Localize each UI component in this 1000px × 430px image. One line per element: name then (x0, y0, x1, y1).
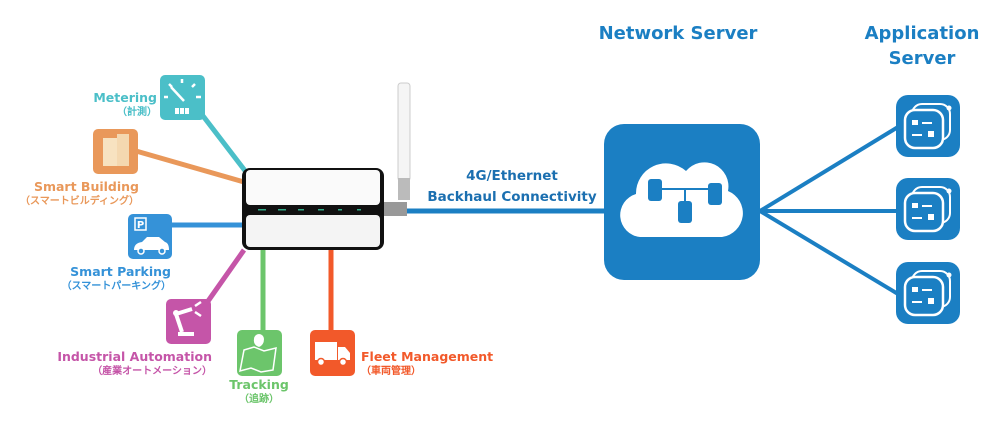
fleet-label: Fleet Management （車両管理） (361, 349, 493, 379)
robot-arm-icon (166, 299, 211, 344)
building-link (135, 148, 245, 185)
app-link-1 (758, 125, 900, 213)
map-pin-icon (237, 330, 282, 376)
parking-label: Smart Parking （スマートパーキング） (0, 264, 171, 294)
metering-title: Metering (93, 90, 157, 105)
truck-icon (310, 330, 355, 376)
app-server-icon (896, 95, 960, 157)
building-icon (93, 129, 138, 174)
metering-subtitle: （計測） (117, 107, 157, 118)
app-link-3 (758, 209, 900, 296)
application-server-title-line2: Server (888, 48, 956, 69)
building-title: Smart Building (33, 179, 139, 194)
tracking-label: Tracking （追跡） (209, 377, 309, 407)
tracking-subtitle: （追跡） (239, 394, 279, 405)
network-server-title: Network Server (598, 23, 758, 44)
building-label: Smart Building （スマートビルディング） (0, 179, 139, 209)
app-server-icon (896, 262, 960, 324)
industrial-link (203, 248, 247, 306)
building-subtitle: （スマートビルディング） (20, 196, 139, 207)
gateway-device (242, 168, 384, 250)
backhaul-line1: 4G/Ethernet (466, 168, 558, 184)
tracking-title: Tracking (229, 377, 289, 392)
app-server-icon (896, 178, 960, 240)
application-server-title-line1: Application (864, 23, 980, 44)
industrial-subtitle: （産業オートメーション） (92, 366, 212, 377)
parking-title: Smart Parking (70, 264, 171, 279)
svg-text:P: P (137, 220, 144, 231)
parking-subtitle: （スマートパーキング） (61, 281, 171, 292)
metering-label: Metering （計測） (40, 90, 157, 120)
parking-car-icon: P (128, 214, 172, 259)
metering-link (198, 110, 248, 174)
fleet-title: Fleet Management (361, 349, 494, 364)
industrial-label: Industrial Automation （産業オートメーション） (0, 349, 212, 379)
cloud-network-icon (604, 124, 760, 280)
fleet-subtitle: （車両管理） (361, 366, 421, 377)
backhaul-line2: Backhaul Connectivity (427, 189, 597, 205)
industrial-title: Industrial Automation (57, 349, 212, 364)
antenna-icon (383, 82, 411, 216)
meter-gauge-icon (160, 75, 205, 120)
